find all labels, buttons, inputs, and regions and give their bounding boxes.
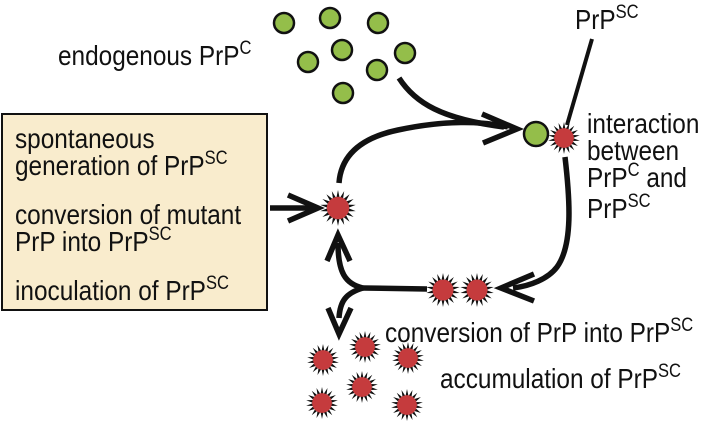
label-text: PrP: [575, 4, 616, 35]
prpc-circle-icon: [393, 41, 417, 65]
superscript-text: SC: [205, 273, 229, 294]
label-text: endogenous PrP: [58, 40, 240, 71]
prpc-circle-icon: [272, 11, 296, 35]
arrow-to-interaction-head: [480, 111, 525, 146]
arrow-interaction-to-pair-head: [493, 271, 536, 304]
interaction-label: interaction between PrPC and PrPSC: [587, 110, 702, 226]
label-text: interaction: [587, 108, 700, 139]
origins-box-item-spontaneous: spontaneous generation of PrPSC: [15, 125, 254, 183]
superscript-text: C: [627, 160, 640, 181]
box-item-line: PrP into PrPSC: [15, 224, 223, 259]
pair-to-branch-line: [362, 285, 428, 292]
origins-box-item-inoculation: inoculation of PrPSC: [15, 273, 254, 308]
pair-prpsc-star-icon: [432, 279, 454, 301]
interaction-prpsc-star-icon: [554, 128, 574, 148]
prpsc-origins-box: spontaneous generation of PrPSC conversi…: [1, 113, 268, 311]
superscript-text: SC: [670, 315, 694, 336]
superscript-text: SC: [204, 148, 228, 169]
prpsc-callout-line: [565, 38, 594, 126]
label-text: between: [587, 135, 680, 166]
box-item-line: generation of PrPSC: [15, 148, 228, 183]
prpc-circle-icon: [318, 6, 342, 30]
label-text: conversion of PrP into PrP: [385, 317, 671, 348]
interaction-label-line: PrPC and: [587, 160, 699, 195]
central-prpsc-star-icon: [326, 196, 350, 220]
arrow-branch-to-star-head: [324, 228, 353, 263]
prpc-circle-icon: [366, 11, 390, 35]
accumulation-prpsc-star-icon: [397, 395, 417, 415]
pair-prpsc-star-icon: [466, 279, 488, 301]
superscript-text: SC: [627, 191, 651, 212]
prpc-circle-icon: [331, 81, 355, 105]
accumulation-label: accumulation of PrPSC: [440, 361, 681, 396]
arrow-branch-to-accumulation-head: [325, 306, 354, 341]
arrow-branch-to-star-shaft: [335, 242, 364, 291]
superscript-text: SC: [615, 2, 639, 23]
prpsc-callout-label: PrPSC: [575, 2, 639, 37]
arrow-box-to-star-head: [286, 192, 325, 224]
label-text: spontaneous: [15, 123, 155, 154]
arrow-interaction-to-pair-shaft: [512, 156, 572, 291]
interaction-prpc-circle-icon: [522, 120, 550, 148]
prpc-circle-icon: [330, 38, 354, 62]
box-item-line: inoculation of PrPSC: [15, 273, 229, 308]
interaction-label-line: between: [587, 135, 699, 166]
box-item-line: conversion of mutant: [15, 201, 241, 229]
box-item-line: spontaneous: [15, 123, 223, 154]
accumulation-prpsc-star-icon: [355, 337, 375, 357]
label-text: PrP into PrP: [15, 226, 149, 257]
arrow-star-to-interaction-curve: [336, 119, 509, 184]
superscript-text: SC: [148, 224, 172, 245]
label-text: and: [639, 162, 687, 193]
accumulation-prpsc-star-icon: [313, 350, 333, 370]
superscript-text: SC: [658, 361, 681, 382]
label-text: conversion of mutant: [15, 199, 242, 230]
conversion-label: conversion of PrP into PrPSC: [385, 315, 693, 350]
accumulation-prpsc-star-icon: [398, 348, 418, 368]
superscript-text: C: [239, 38, 252, 59]
label-text: PrP: [587, 193, 628, 224]
label-text: accumulation of PrP: [440, 363, 659, 394]
origins-box-item-mutant-conversion: conversion of mutant PrP into PrPSC: [15, 201, 254, 259]
label-text: generation of PrP: [15, 150, 205, 181]
prpc-circle-icon: [365, 58, 389, 82]
accumulation-prpsc-star-icon: [312, 393, 332, 413]
prpc-circle-icon: [296, 50, 320, 74]
interaction-label-line: interaction: [587, 108, 700, 139]
endogenous-prpc-label: endogenous PrPC: [58, 38, 251, 73]
arrow-branch-to-accumulation-shaft: [336, 285, 364, 319]
label-text: PrP: [587, 162, 628, 193]
interaction-label-line: PrPSC: [587, 191, 699, 226]
accumulation-prpsc-star-icon: [352, 377, 372, 397]
label-text: inoculation of PrP: [15, 275, 206, 306]
